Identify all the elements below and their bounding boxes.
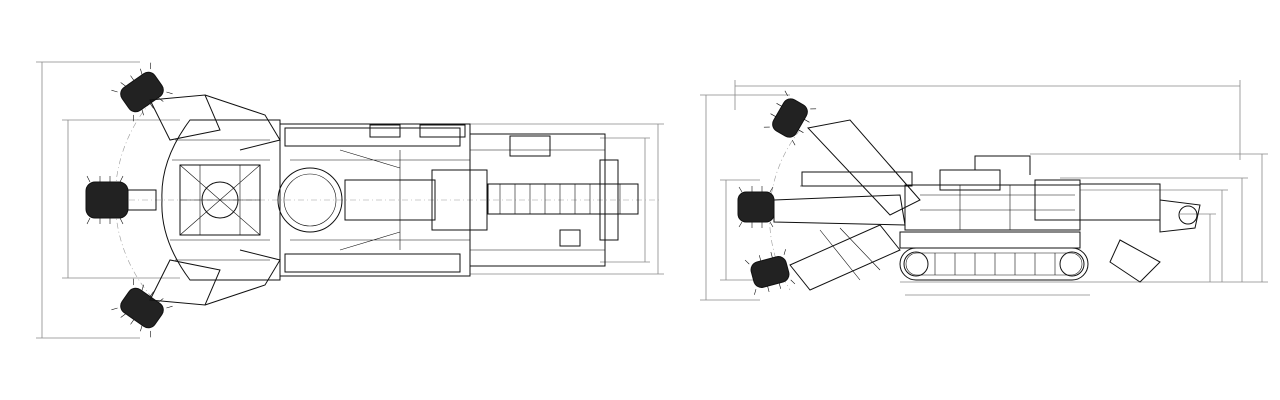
side-view (700, 80, 1268, 301)
cutter-head-top (111, 62, 173, 122)
plan-view (36, 61, 664, 339)
crawler-track (899, 231, 1089, 281)
front-frame (161, 119, 281, 281)
side-body (904, 155, 1201, 283)
rear-section (469, 133, 639, 267)
side-cutter-middle (737, 186, 775, 228)
cutter-head-middle (85, 175, 157, 225)
cutter-head-bottom (111, 278, 173, 338)
booms (149, 94, 281, 306)
main-body (277, 123, 488, 277)
side-booms (773, 119, 921, 291)
side-dimensions (700, 80, 1268, 301)
side-cutter-bottom (744, 249, 796, 295)
side-cutter-top (763, 90, 817, 146)
